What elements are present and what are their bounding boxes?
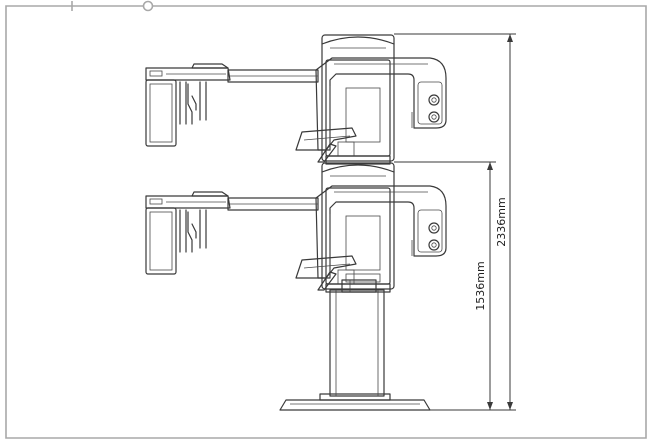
support-column: [329, 279, 385, 397]
dimension-line-min-height: [394, 161, 496, 410]
floor-base: [279, 393, 431, 411]
unit-lowered-position: [145, 162, 447, 293]
label-max-height: 2336mm: [495, 197, 508, 246]
outer-frame: [5, 5, 647, 439]
unit-raised-position: [145, 34, 447, 165]
frame-corner-circle-icon: [142, 0, 154, 12]
label-min-height: 1536mm: [474, 261, 487, 310]
dimension-line-max-height: [394, 33, 516, 411]
